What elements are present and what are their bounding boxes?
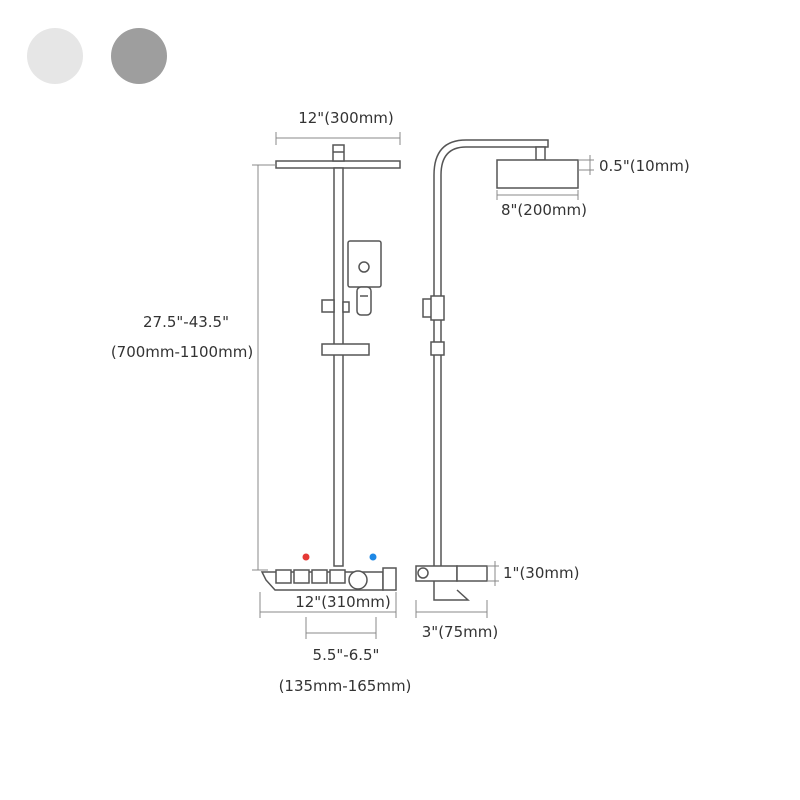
riser-pipe (333, 167, 344, 567)
dim-side-head-width: 8"(200mm) (501, 201, 587, 219)
thermostatic-mixer (260, 567, 397, 591)
front-view: 12"(300mm) 27.5"-43.5" (700mm-1100mm) (111, 109, 412, 695)
dim-head-thickness: 0.5"(10mm) (599, 157, 690, 175)
dim-head-width: 12"(300mm) (298, 109, 394, 127)
rain-shower-head (275, 160, 401, 169)
dim-base-projection: 3"(75mm) (422, 623, 498, 641)
hot-indicator (302, 553, 310, 561)
side-view: 0.5"(10mm) 8"(200mm) 1"(30mm) 3"(75mm) (415, 139, 690, 641)
dim-base-depth: 1"(30mm) (503, 564, 579, 582)
dim-base-width: 12"(310mm) (295, 593, 391, 611)
curved-arm (433, 139, 549, 566)
dim-height-range-mm: (700mm-1100mm) (111, 343, 253, 361)
control-button (275, 569, 292, 584)
temperature-knob (348, 570, 368, 590)
dim-height-range: 27.5"-43.5" (143, 313, 229, 331)
slide-clamp (321, 343, 370, 356)
dim-inlet-spacing: 5.5"-6.5" (313, 646, 380, 664)
side-shower-head (496, 159, 579, 189)
control-button (329, 569, 346, 584)
control-button (311, 569, 328, 584)
cold-indicator (369, 553, 377, 561)
dim-inlet-spacing-mm: (135mm-165mm) (279, 677, 412, 695)
control-button (293, 569, 310, 584)
color-swatch-light-silver[interactable] (27, 28, 83, 84)
hand-shower-handle (356, 286, 372, 316)
color-swatch-dark-gray[interactable] (111, 28, 167, 84)
